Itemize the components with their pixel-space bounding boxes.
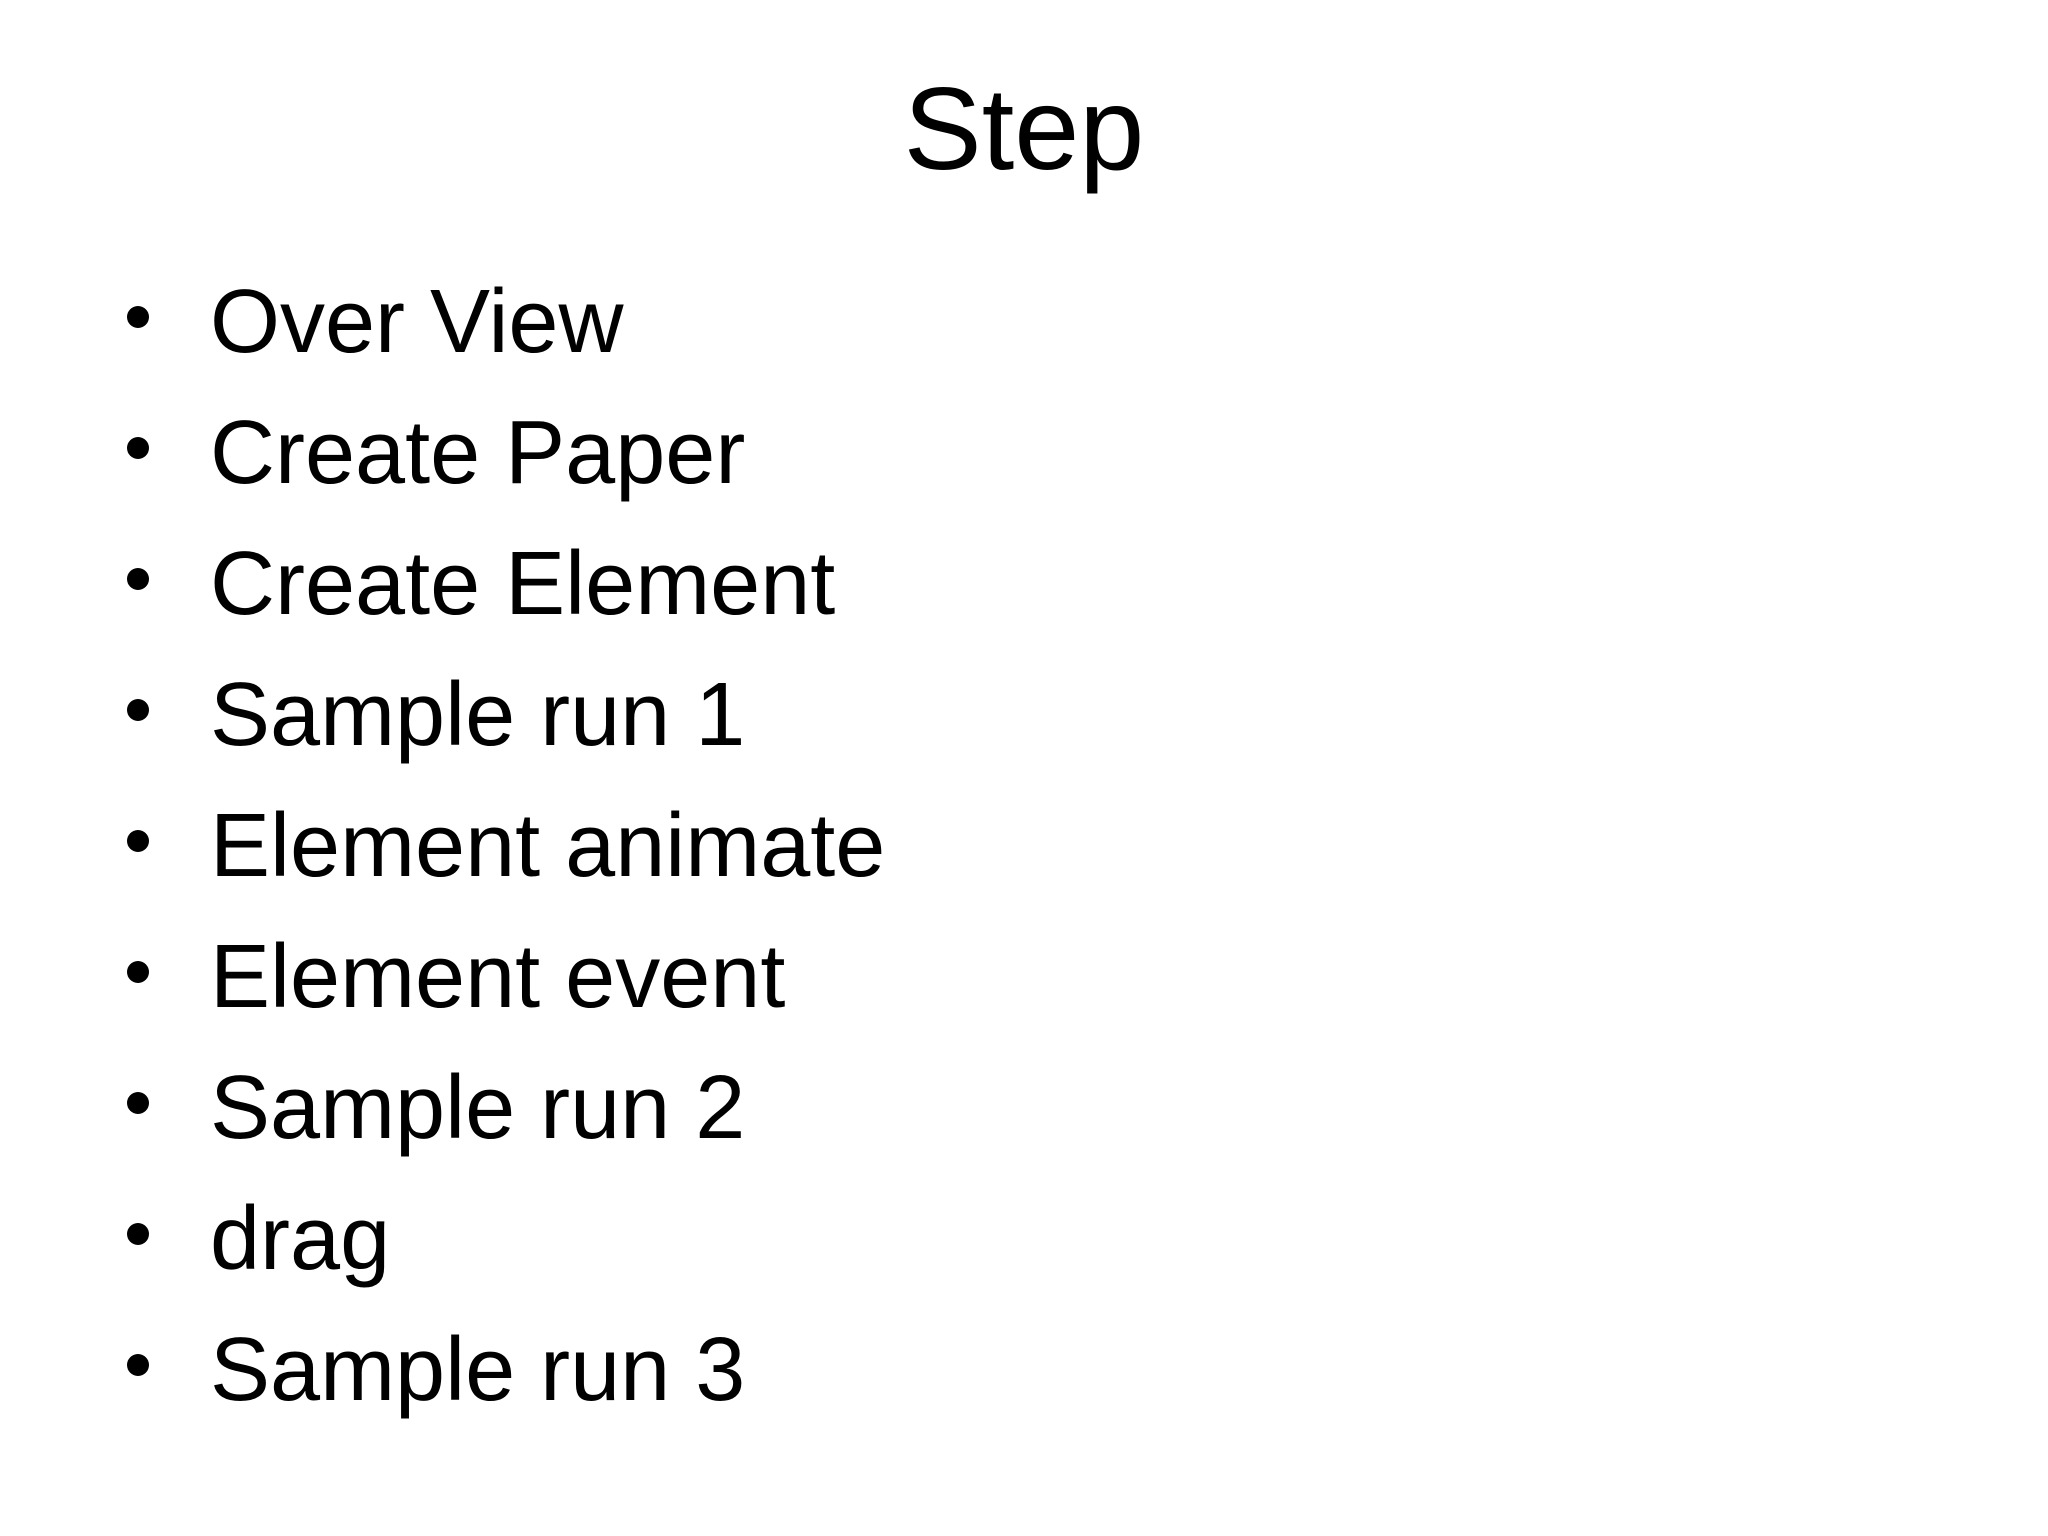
list-item-label: Element animate (210, 796, 886, 896)
bullet-icon (127, 830, 149, 852)
list-item-label: Sample run 3 (210, 1320, 746, 1420)
list-item: Sample run 1 (127, 650, 885, 781)
bullet-icon (127, 1354, 149, 1376)
list-item: Create Element (127, 519, 885, 650)
bullet-icon (127, 306, 149, 328)
bullet-icon (127, 1092, 149, 1114)
list-item-label: Sample run 2 (210, 1058, 746, 1158)
list-item-label: Create Element (210, 534, 836, 634)
list-item-label: Sample run 1 (210, 665, 746, 765)
bullet-icon (127, 437, 149, 459)
list-item: Sample run 3 (127, 1305, 885, 1436)
list-item-label: Create Paper (210, 403, 746, 503)
bullet-icon (127, 961, 149, 983)
list-item: Element animate (127, 781, 885, 912)
list-item: drag (127, 1174, 885, 1305)
list-item-label: Element event (210, 927, 786, 1027)
list-item: Element event (127, 912, 885, 1043)
bullet-icon (127, 1223, 149, 1245)
bullet-icon (127, 699, 149, 721)
list-item: Sample run 2 (127, 1043, 885, 1174)
list-item: Over View (127, 257, 885, 388)
bullet-list: Over View Create Paper Create Element Sa… (127, 257, 885, 1436)
slide-title: Step (903, 63, 1145, 194)
list-item: Create Paper (127, 388, 885, 519)
list-item-label: drag (210, 1189, 391, 1289)
list-item-label: Over View (210, 272, 624, 372)
bullet-icon (127, 568, 149, 590)
